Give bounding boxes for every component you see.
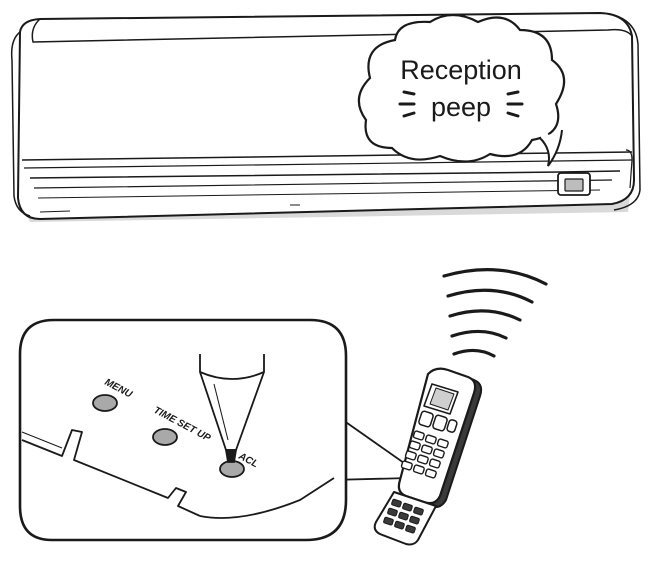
sound-dashes-icon	[398, 90, 524, 118]
panel-detail-callout: MENU TIME SET UP ACL	[18, 318, 415, 542]
remote-control	[373, 367, 483, 546]
acl-button[interactable]	[219, 460, 245, 478]
signal-waves-icon	[442, 268, 548, 358]
bubble-line-reception: Reception	[400, 55, 522, 85]
menu-button[interactable]	[92, 394, 118, 412]
time-setup-button[interactable]	[152, 428, 178, 446]
pen-tip-icon	[199, 354, 265, 463]
speech-bubble: Reception peep	[357, 13, 566, 167]
bubble-line-peep: peep	[431, 92, 491, 122]
